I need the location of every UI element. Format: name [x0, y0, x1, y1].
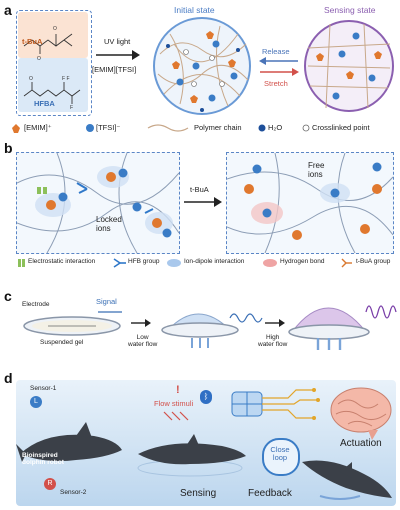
high-flow-label: High water flow — [258, 334, 288, 349]
legend-emim: [EMIM]⁺ — [24, 123, 52, 132]
alert-icon: ! — [176, 384, 180, 396]
legend-a-icons — [12, 124, 310, 133]
gel-state-3 — [288, 305, 397, 350]
release-stretch-arrows — [259, 57, 299, 76]
legend-hfb: HFB group — [128, 258, 160, 265]
flow-arrows — [163, 411, 189, 421]
uv-arrow — [96, 50, 140, 60]
legend-tbua: t-BuA group — [356, 258, 391, 265]
brain-icon — [330, 387, 392, 440]
feedback-label: Feedback — [248, 488, 292, 499]
neural-chip-icon — [231, 388, 320, 420]
initial-state-network — [153, 17, 251, 115]
close-loop-label: Close loop — [270, 445, 290, 463]
svg-text:F F: F F — [62, 76, 70, 82]
legend-crosslink: Crosslinked point — [312, 123, 370, 132]
initial-state-label: Initial state — [174, 5, 215, 15]
signal-label: Signal — [96, 297, 117, 306]
panel-b-arrow — [184, 197, 222, 207]
legend-water: H₂O — [268, 123, 283, 132]
actuation-label: Actuation — [340, 438, 382, 449]
panel-d-letter: d — [4, 370, 13, 386]
low-flow-label: Low water flow — [128, 334, 158, 349]
emim-tfsi-label: [EMIM][TFSI] — [92, 65, 137, 74]
panel-c-letter: c — [4, 288, 12, 304]
robot-label: Bioinspired dolphin robot — [22, 452, 64, 467]
suspended-gel-label: Suspended gel — [40, 339, 84, 346]
legend-b-icons — [18, 258, 352, 268]
flow-stimuli-label: Flow stimuli — [154, 399, 194, 408]
panel-b-right-network — [227, 153, 393, 253]
panel-c-arrow-1 — [131, 319, 151, 327]
sensor-1-label: Sensor-1 — [30, 385, 57, 392]
electrode-label: Electrode — [22, 301, 50, 308]
legend-tfsi: [TFSI]⁻ — [96, 123, 121, 132]
sensor-1-badge: L — [30, 396, 42, 408]
sensing-label: Sensing — [180, 488, 217, 499]
panel-b-arrow-label: t-BuA — [190, 185, 209, 194]
legend-chain: Polymer chain — [194, 123, 242, 132]
panel-a-letter: a — [4, 2, 12, 18]
uv-light-label: UV light — [104, 37, 131, 46]
stretch-label: Stretch — [264, 79, 288, 88]
panel-b-left-network — [17, 153, 179, 253]
gel-state-2 — [161, 313, 263, 348]
hfba-label: HFBA — [34, 99, 55, 108]
free-ions-label: Free ions — [308, 161, 325, 179]
monomer-structures: O O O F F F — [23, 26, 81, 111]
sensor-2-label: Sensor-2 — [60, 489, 87, 496]
legend-ion-dipole: Ion-dipole interaction — [184, 258, 245, 265]
dolphin-robot-right — [302, 460, 392, 500]
sensing-state-label: Sensing state — [324, 5, 376, 15]
sensing-state-network — [304, 20, 394, 112]
sensor-2-badge: R — [44, 478, 56, 490]
release-label: Release — [262, 47, 290, 56]
dolphin-robot-left — [16, 422, 122, 462]
svg-text:F: F — [70, 105, 73, 111]
dolphin-robot-center — [137, 434, 246, 477]
panel-c-arrow-2 — [265, 319, 285, 327]
tbua-label: t-BuA — [22, 37, 43, 46]
legend-hydrogen-bond: Hydrogen bond — [280, 258, 325, 265]
close-loop-circle — [262, 438, 300, 476]
bluetooth-icon: ᛒ — [200, 390, 212, 404]
hfba-region — [18, 58, 88, 112]
locked-ions-label: Locked ions — [96, 215, 122, 233]
svg-text:O: O — [37, 56, 41, 62]
sensor-1-badge-text: L — [34, 398, 38, 405]
gel-state-1 — [23, 311, 122, 336]
legend-electrostatic: Electrostatic interaction — [28, 258, 96, 265]
svg-text:O: O — [29, 76, 33, 82]
sensor-2-badge-text: R — [47, 480, 53, 487]
panel-b-letter: b — [4, 140, 13, 156]
svg-text:O: O — [53, 26, 57, 32]
tbua-region — [18, 12, 88, 58]
